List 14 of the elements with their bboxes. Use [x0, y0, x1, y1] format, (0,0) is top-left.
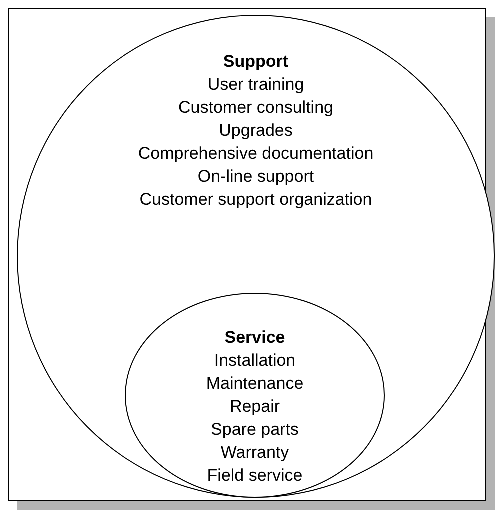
heading: Support	[223, 51, 289, 73]
list-item: Field service	[207, 465, 303, 487]
list-item: Installation	[214, 350, 296, 372]
list-item: Customer support organization	[140, 189, 372, 211]
heading: Service	[224, 327, 286, 349]
list-item: Upgrades	[219, 120, 293, 142]
list-item: On-line support	[198, 166, 314, 188]
list-item: Maintenance	[206, 373, 304, 395]
list-item: Customer consulting	[178, 97, 334, 119]
list-item: Spare parts	[211, 419, 299, 441]
list-item: Comprehensive documentation	[138, 143, 374, 165]
list-item: User training	[208, 74, 304, 96]
list-item: Repair	[230, 396, 280, 418]
list-item: Warranty	[220, 442, 290, 464]
